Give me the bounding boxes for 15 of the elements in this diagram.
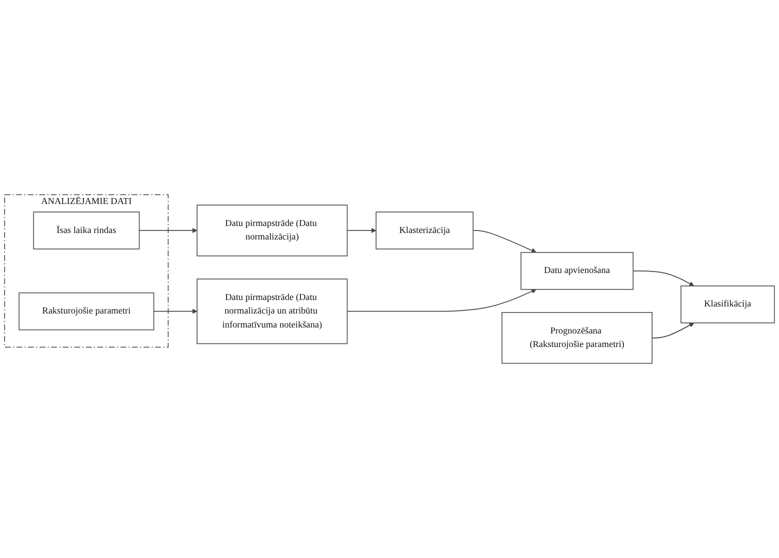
- node-box: Datu pirmapstrāde (Datu normalizācija): [196, 204, 348, 256]
- node-box: Raksturojošie parametri: [18, 292, 154, 330]
- arrow: [472, 230, 536, 253]
- arrow: [153, 308, 198, 314]
- node-box: Datu pirmapstrāde (Datu normalizācija un atribūtu informatīvuma noteikšana): [196, 278, 348, 344]
- arrow: [652, 322, 694, 338]
- node-box: Datu apvienošana: [520, 252, 634, 290]
- arrow: [138, 228, 198, 234]
- arrow: [346, 228, 376, 234]
- node-box: Klasterizācija: [376, 212, 474, 250]
- node-box: Klasifikācija: [680, 286, 775, 324]
- arrow: [346, 288, 536, 312]
- arrow: [632, 270, 694, 286]
- node-box: Īsas laika rindas: [33, 212, 140, 250]
- node-box: Prognozēšana (Raksturojošie parametri): [502, 312, 653, 364]
